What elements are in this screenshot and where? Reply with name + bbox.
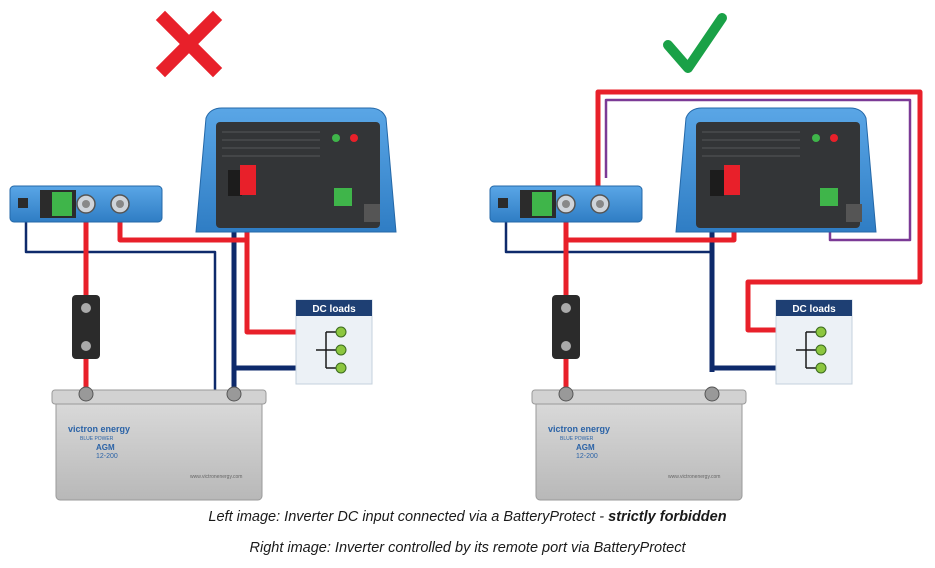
dc-loads-label: DC loads bbox=[312, 304, 356, 315]
battery-brand: victron energy bbox=[68, 424, 130, 434]
battery-protect-left bbox=[9, 185, 163, 223]
battery-brand: victron energy bbox=[548, 424, 610, 434]
battery-model-line1: AGM bbox=[96, 443, 115, 452]
battery-website: www.victronenergy.com bbox=[668, 474, 720, 480]
battery-left: victron energy BLUE POWER AGM 12-200 www… bbox=[51, 386, 267, 501]
battery-model-line1: AGM bbox=[576, 443, 595, 452]
fuse-right bbox=[552, 295, 580, 359]
battery-tagline: BLUE POWER bbox=[80, 436, 114, 442]
inverter-left bbox=[195, 107, 397, 233]
left-panel: DC loads victron energy BLUE POWER AGM 1… bbox=[9, 10, 397, 501]
dc-loads-right: DC loads bbox=[775, 299, 853, 385]
battery-right: victron energy BLUE POWER AGM 12-200 www… bbox=[531, 386, 747, 501]
caption-line-1-emphasis: strictly forbidden bbox=[608, 509, 727, 525]
battery-website: www.victronenergy.com bbox=[190, 474, 242, 480]
battery-model-line2: 12-200 bbox=[96, 453, 118, 460]
caption-line-2: Right image: Inverter controlled by its … bbox=[0, 540, 935, 556]
check-mark-icon bbox=[663, 13, 727, 73]
dc-loads-label: DC loads bbox=[792, 304, 836, 315]
battery-protect-right bbox=[489, 185, 643, 223]
inverter-right bbox=[675, 107, 877, 233]
caption-line-2-text: Right image: Inverter controlled by its … bbox=[249, 540, 686, 556]
caption-line-1-text: Left image: Inverter DC input connected … bbox=[208, 509, 609, 525]
fuse-left bbox=[72, 295, 100, 359]
right-panel: DC loads victron energy BLUE POWER AGM 1… bbox=[489, 13, 923, 501]
battery-model-line2: 12-200 bbox=[576, 453, 598, 460]
dc-loads-left: DC loads bbox=[295, 299, 373, 385]
battery-tagline: BLUE POWER bbox=[560, 436, 594, 442]
caption-line-1: Left image: Inverter DC input connected … bbox=[0, 509, 935, 525]
cross-mark-icon bbox=[155, 10, 223, 78]
